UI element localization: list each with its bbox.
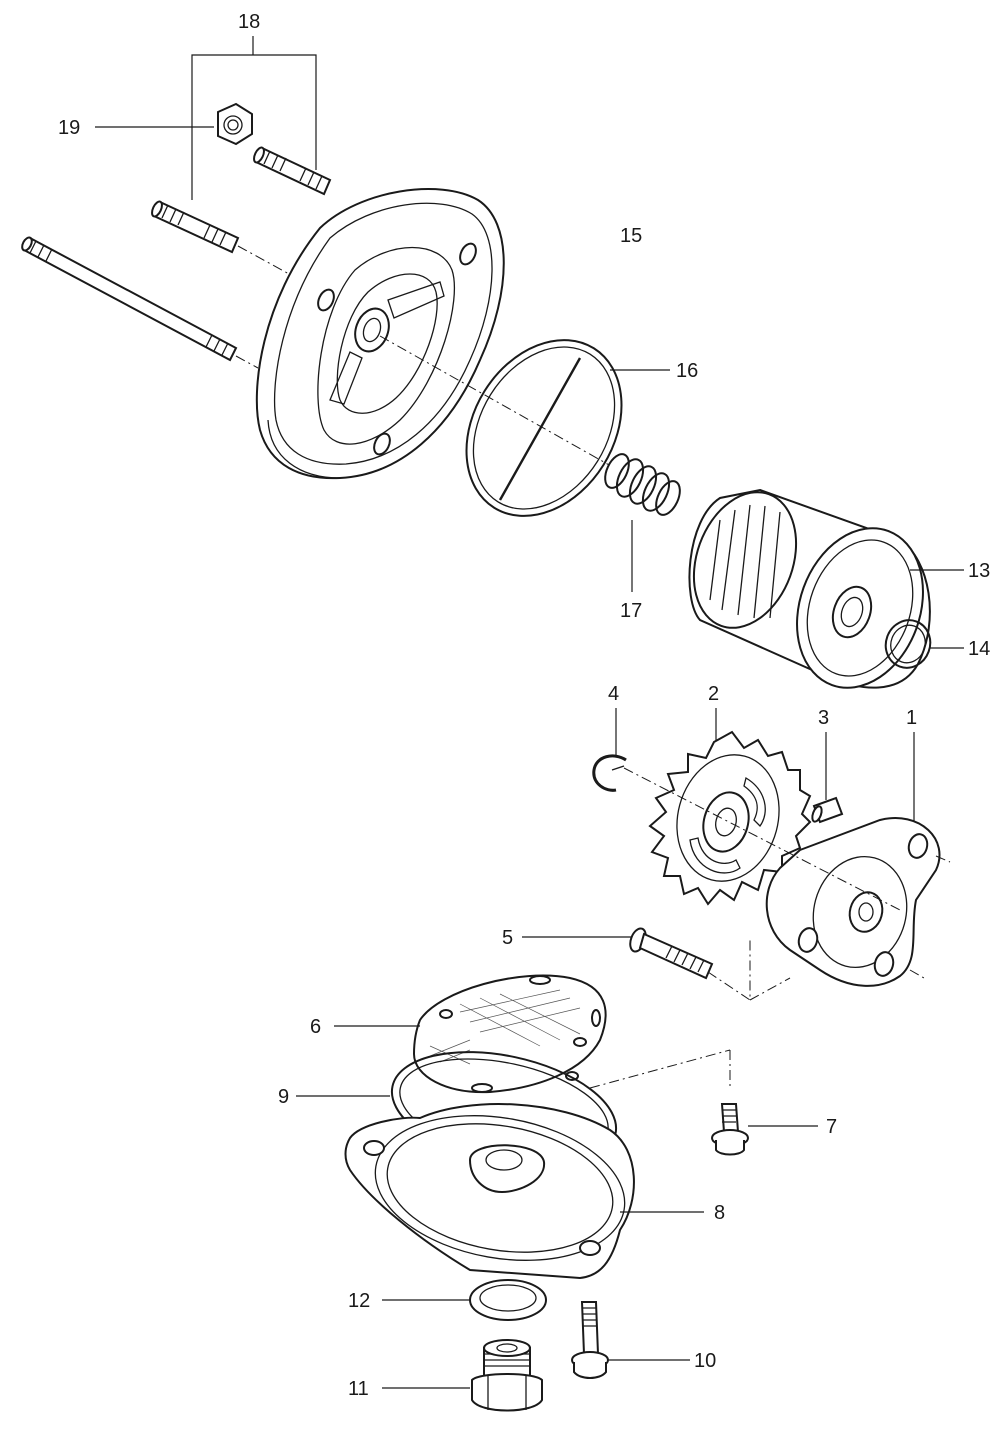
callout-19: 19 (58, 117, 80, 139)
drain-plug-part-11: 11 (348, 1339, 543, 1412)
stud-long (21, 236, 259, 369)
callout-14: 14 (968, 638, 990, 660)
callout-4: 4 (608, 683, 619, 705)
callout-18: 18 (238, 11, 260, 33)
filter-cover-part-15: 15 (255, 188, 642, 480)
pump-body-part-1: 1 (765, 707, 951, 987)
callout-13: 13 (968, 560, 990, 582)
stud-short-upper (253, 146, 332, 196)
o-ring-part-16: 16 (465, 339, 698, 517)
nut-part-19: 19 (58, 102, 253, 146)
callout-12: 12 (348, 1290, 370, 1312)
callout-15: 15 (620, 225, 642, 247)
axis-line-upper (379, 335, 619, 471)
washer-part-12: 12 (348, 1279, 547, 1321)
callout-1: 1 (906, 707, 917, 729)
axis-line-pump (623, 767, 901, 911)
callout-9: 9 (278, 1086, 289, 1108)
callout-10: 10 (694, 1350, 716, 1372)
bolt-part-7: 7 (711, 1103, 837, 1156)
callout-6: 6 (310, 1016, 321, 1038)
stud-short-lower (151, 200, 301, 281)
oil-filter-part-13: 13 (688, 488, 990, 689)
callout-16: 16 (676, 360, 698, 382)
spring-part-17: 17 (604, 453, 681, 622)
callout-7: 7 (826, 1116, 837, 1138)
callout-11: 11 (348, 1378, 369, 1400)
pin-part-3: 3 (811, 707, 844, 824)
screw-part-5: 5 (502, 927, 791, 1001)
callout-17: 17 (620, 600, 642, 622)
circlip-part-4: 4 (592, 683, 627, 792)
callout-2: 2 (708, 683, 719, 705)
strainer-plate-part-6: 6 (310, 974, 731, 1094)
cover-plate-part-8: 8 (344, 1103, 725, 1280)
bolt-part-10: 10 (571, 1301, 716, 1379)
o-ring-part-14: 14 (884, 619, 990, 669)
callout-5: 5 (502, 927, 513, 949)
callout-8: 8 (714, 1202, 725, 1224)
callout-3: 3 (818, 707, 829, 729)
gear-part-2: 2 (648, 683, 812, 906)
